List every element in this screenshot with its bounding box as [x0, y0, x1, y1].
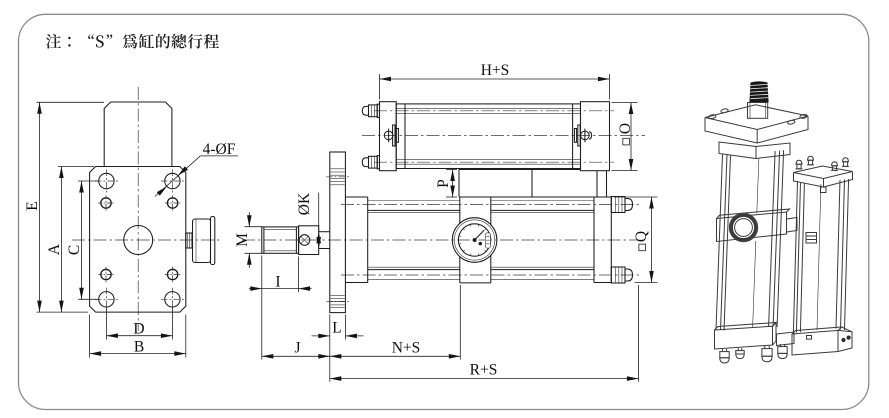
- dim-label-J: J: [294, 340, 300, 357]
- note-glyph: [106, 34, 113, 40]
- dim-label-NS: N+S: [392, 340, 421, 357]
- note-glyph: [187, 33, 203, 49]
- front-view-centerlines: [72, 87, 220, 331]
- cylinder-body-end: [103, 101, 173, 167]
- dim-label-E: E: [24, 201, 41, 210]
- dim-label-L: L: [332, 320, 341, 337]
- mounting-bracket: [458, 168, 608, 197]
- dim-label-RS: R+S: [470, 362, 498, 379]
- dim-label-O: O: [617, 123, 634, 134]
- piston-rod: [261, 225, 330, 256]
- note-glyph: [122, 33, 138, 49]
- note-glyph: [171, 33, 187, 49]
- dim-label-D: D: [133, 321, 144, 338]
- iso-view: [704, 81, 853, 364]
- note-glyph: [88, 34, 95, 39]
- note-glyph: [156, 33, 171, 49]
- dim-label-A: A: [46, 243, 63, 255]
- dim-label-C: C: [66, 245, 83, 255]
- note-glyph: [68, 36, 71, 47]
- dim-label-B: B: [134, 339, 144, 356]
- note-glyph: [96, 35, 104, 48]
- front-view: [72, 87, 220, 331]
- bolt-holes: [94, 169, 184, 311]
- dim-label-HS: H+S: [481, 62, 510, 79]
- front-mount-flange: [326, 151, 350, 314]
- tie-rod-nuts: [610, 195, 634, 284]
- dim-label-4F: 4-ØF: [203, 141, 236, 158]
- note-glyph: [203, 33, 219, 49]
- dim-label-M: M: [234, 233, 251, 247]
- note-glyph: [46, 33, 61, 49]
- note-glyph: [139, 33, 155, 49]
- side-view: [242, 101, 645, 314]
- main-cylinder-3d: [704, 81, 809, 364]
- front-view-dimensions: E A C D B 4-ØF: [24, 101, 238, 358]
- dim-label-Q: Q: [633, 231, 650, 242]
- side-port-fitting: [185, 215, 216, 266]
- side-view-centerlines: [242, 110, 645, 276]
- air-cylinder: [361, 101, 611, 172]
- mounting-plate: [89, 165, 187, 313]
- note-text: [46, 33, 219, 49]
- rod-bore-circle: [123, 224, 154, 256]
- booster-cylinder-3d: [791, 155, 853, 356]
- pressure-gauge: [451, 217, 498, 263]
- side-view-dimensions: H+S O P M ØK I L J N+S R+S Q: [234, 62, 658, 382]
- dim-label-P: P: [435, 179, 452, 188]
- dim-label-K: ØK: [296, 192, 313, 215]
- dim-label-I: I: [275, 274, 280, 291]
- sheet-border: [17, 13, 870, 411]
